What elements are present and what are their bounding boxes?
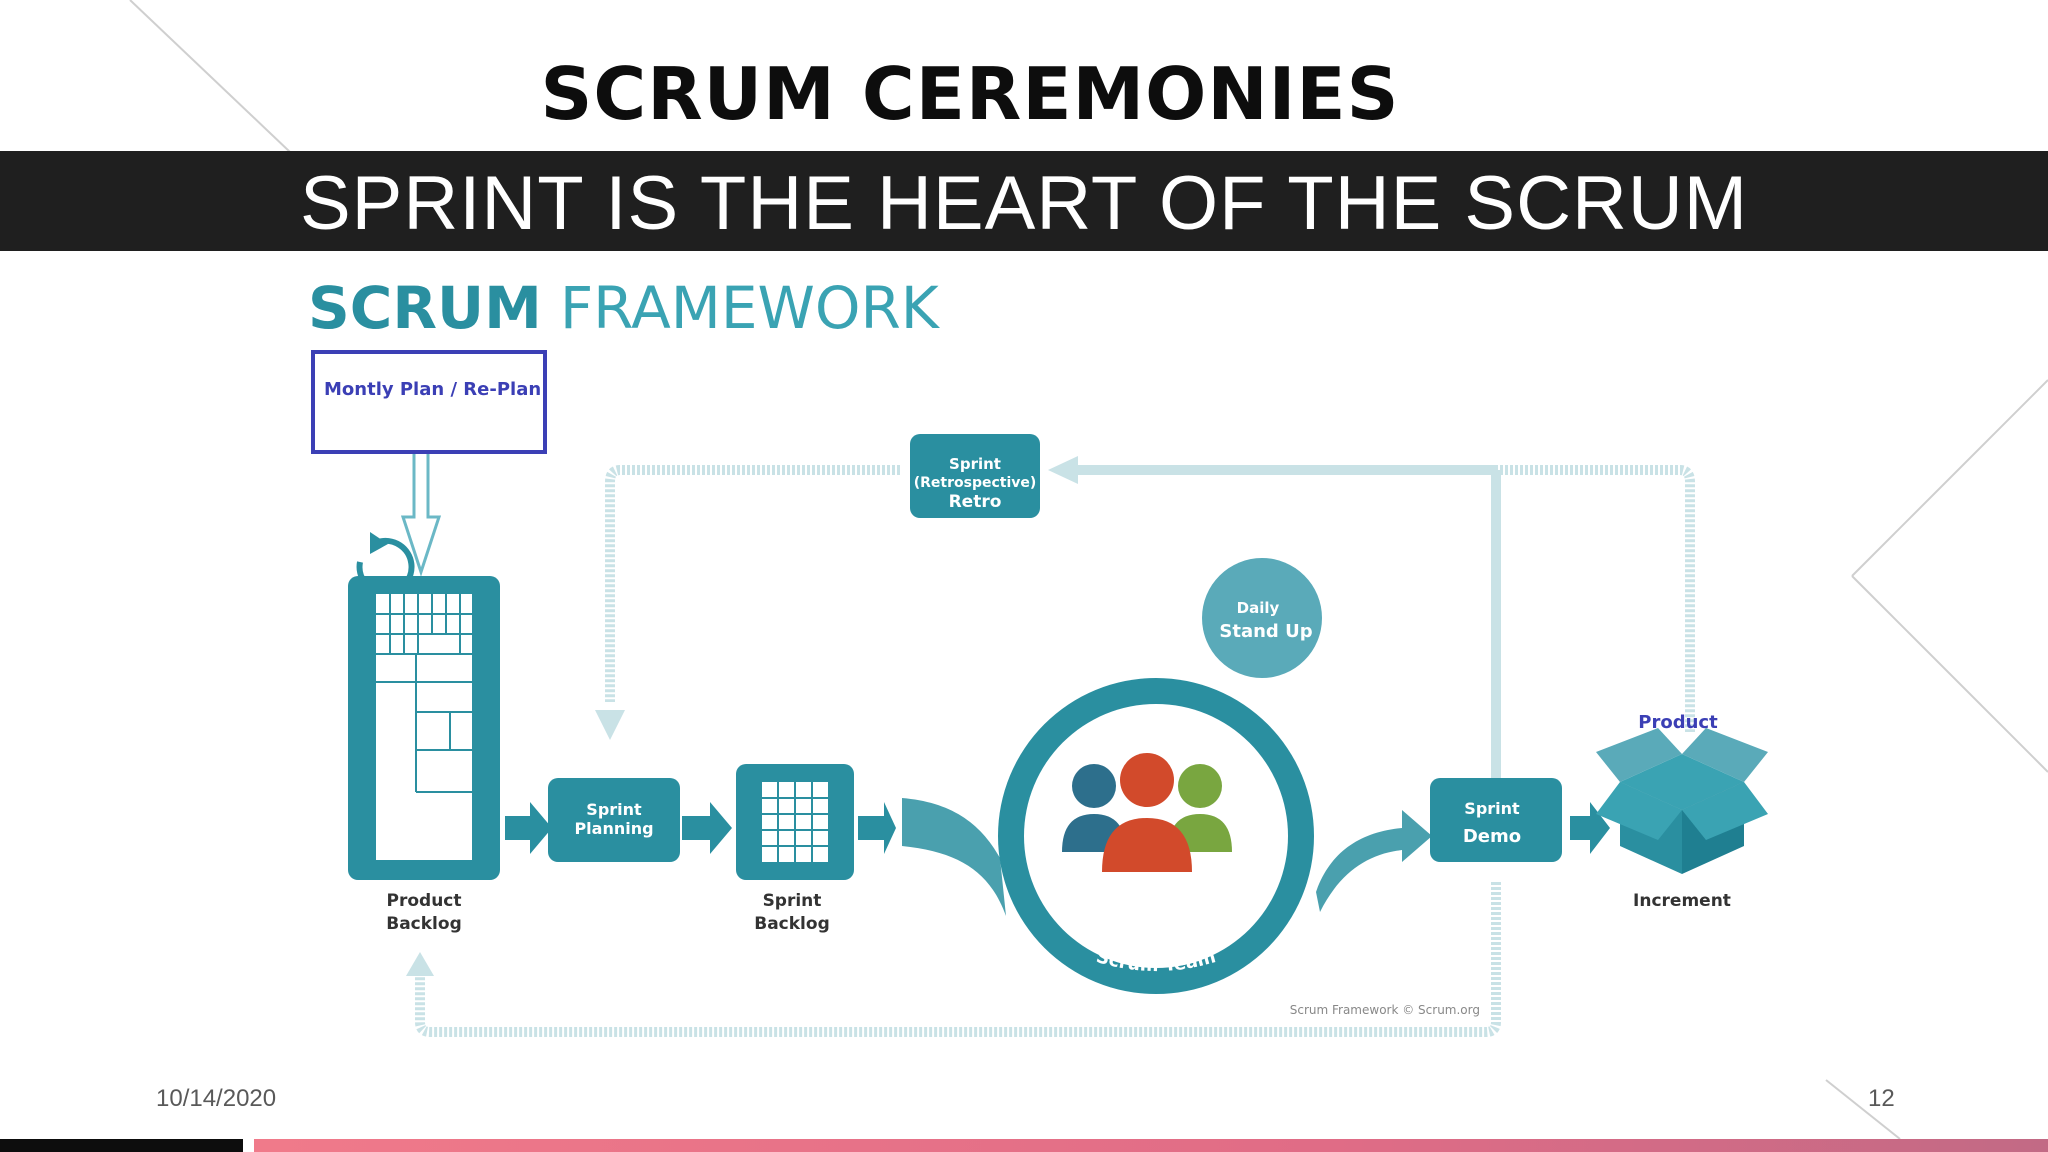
framework-heading-light: FRAMEWORK [560,274,941,342]
sprint-demo-line2: Demo [1463,826,1521,847]
retro-line3: Retro [949,492,1002,512]
sprint-planning-box [548,778,680,862]
annotation-box [311,350,547,454]
sprint-backlog-line2: Backlog [754,914,830,934]
sprint-backlog-grid [762,782,828,862]
slide-title: SCRUM CEREMONIES [540,52,1400,136]
retro-line2: (Retrospective) [914,475,1037,491]
scrum-framework-diagram: SCRUM FRAMEWORK Montly Plan / Re-Plan Spr… [308,274,1768,1037]
product-backlog-line2: Backlog [386,914,462,934]
product-label: Product [1638,712,1718,733]
swoosh-into-team [902,798,1006,916]
team-people-icon [1062,753,1232,872]
framework-heading: SCRUM FRAMEWORK [308,274,941,342]
increment-box-icon [1596,728,1768,874]
slide-subtitle: SPRINT IS THE HEART OF THE SCRUM [299,161,1749,246]
annotation-text: Montly Plan / Re-Plan [324,379,541,400]
slide-date: 10/14/2020 [156,1085,277,1112]
arrow-planning-to-sprint-backlog [682,802,732,854]
backlog-loop-arrowhead [406,952,434,976]
subtitle-band [0,151,2048,251]
refresh-arrowhead [370,532,388,554]
sprint-planning-line2: Planning [574,819,653,838]
product-backlog-grid [376,594,472,793]
replan-arrow [400,454,442,577]
footer-bar-dark [0,1139,243,1152]
standup-line2: Stand Up [1219,621,1312,642]
product-backlog-inner [376,594,472,860]
framework-heading-bold: SCRUM [308,274,542,342]
retro-arrowhead [1048,456,1078,484]
arrow-sprint-backlog-to-team [858,802,896,854]
retro-loop-arrowhead [595,710,625,740]
increment-label: Increment [1633,891,1731,911]
page-number: 12 [1868,1085,1895,1112]
arrow-backlog-to-planning [505,802,552,854]
daily-standup-circle [1202,558,1322,678]
increment-feedback-loop [1490,465,1695,732]
sprint-backlog-line1: Sprint [763,891,822,911]
swoosh-out-of-team [1316,810,1432,912]
sprint-retro-box [910,434,1040,518]
retro-feedback-loop [605,465,900,702]
product-backlog-line1: Product [387,891,462,911]
standup-line1: Daily [1237,599,1280,617]
retro-line1: Sprint [949,455,1001,473]
sprint-planning-line1: Sprint [586,800,642,819]
sprint-demo-line1: Sprint [1464,799,1520,818]
sprint-demo-box [1430,778,1562,862]
copyright-note: Scrum Framework © Scrum.org [1290,1003,1480,1017]
footer-bar-gradient [254,1139,2048,1152]
